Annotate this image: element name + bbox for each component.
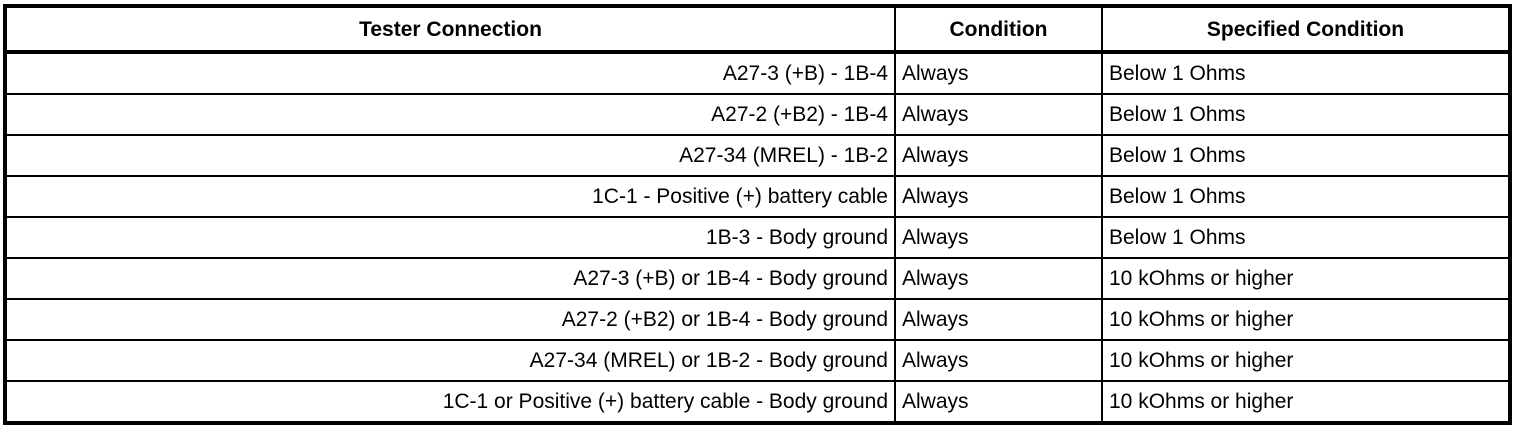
- cell-condition: Always: [894, 380, 1103, 425]
- cell-specified-condition: Below 1 Ohms: [1101, 93, 1512, 136]
- cell-specified-condition: Below 1 Ohms: [1101, 175, 1512, 218]
- cell-condition: Always: [894, 51, 1103, 95]
- cell-condition: Always: [894, 298, 1103, 341]
- cell-condition: Always: [894, 93, 1103, 136]
- cell-specified-condition: Below 1 Ohms: [1101, 216, 1512, 259]
- cell-specified-condition: 10 kOhms or higher: [1101, 339, 1512, 382]
- table-row: 1C-1 or Positive (+) battery cable - Bod…: [3, 380, 1512, 425]
- cell-tester-connection: 1C-1 - Positive (+) battery cable: [3, 175, 896, 218]
- table-header: Tester Connection Condition Specified Co…: [3, 4, 1512, 54]
- cell-specified-condition: 10 kOhms or higher: [1101, 298, 1512, 341]
- cell-tester-connection: A27-34 (MREL) or 1B-2 - Body ground: [3, 339, 896, 382]
- tester-connection-table: Tester Connection Condition Specified Co…: [3, 4, 1512, 425]
- cell-tester-connection: 1C-1 or Positive (+) battery cable - Bod…: [3, 380, 896, 425]
- cell-tester-connection: A27-2 (+B2) - 1B-4: [3, 93, 896, 136]
- cell-condition: Always: [894, 257, 1103, 300]
- cell-specified-condition: 10 kOhms or higher: [1101, 380, 1512, 425]
- cell-specified-condition: 10 kOhms or higher: [1101, 257, 1512, 300]
- table-header-row: Tester Connection Condition Specified Co…: [3, 4, 1512, 54]
- cell-condition: Always: [894, 216, 1103, 259]
- cell-specified-condition: Below 1 Ohms: [1101, 134, 1512, 177]
- column-header-tester-connection: Tester Connection: [3, 4, 896, 54]
- cell-condition: Always: [894, 134, 1103, 177]
- column-header-specified-condition: Specified Condition: [1101, 4, 1512, 54]
- cell-tester-connection: A27-3 (+B) - 1B-4: [3, 51, 896, 95]
- cell-condition: Always: [894, 339, 1103, 382]
- cell-tester-connection: 1B-3 - Body ground: [3, 216, 896, 259]
- cell-tester-connection: A27-3 (+B) or 1B-4 - Body ground: [3, 257, 896, 300]
- cell-tester-connection: A27-34 (MREL) - 1B-2: [3, 134, 896, 177]
- column-header-condition: Condition: [894, 4, 1103, 54]
- cell-specified-condition: Below 1 Ohms: [1101, 51, 1512, 95]
- cell-tester-connection: A27-2 (+B2) or 1B-4 - Body ground: [3, 298, 896, 341]
- cell-condition: Always: [894, 175, 1103, 218]
